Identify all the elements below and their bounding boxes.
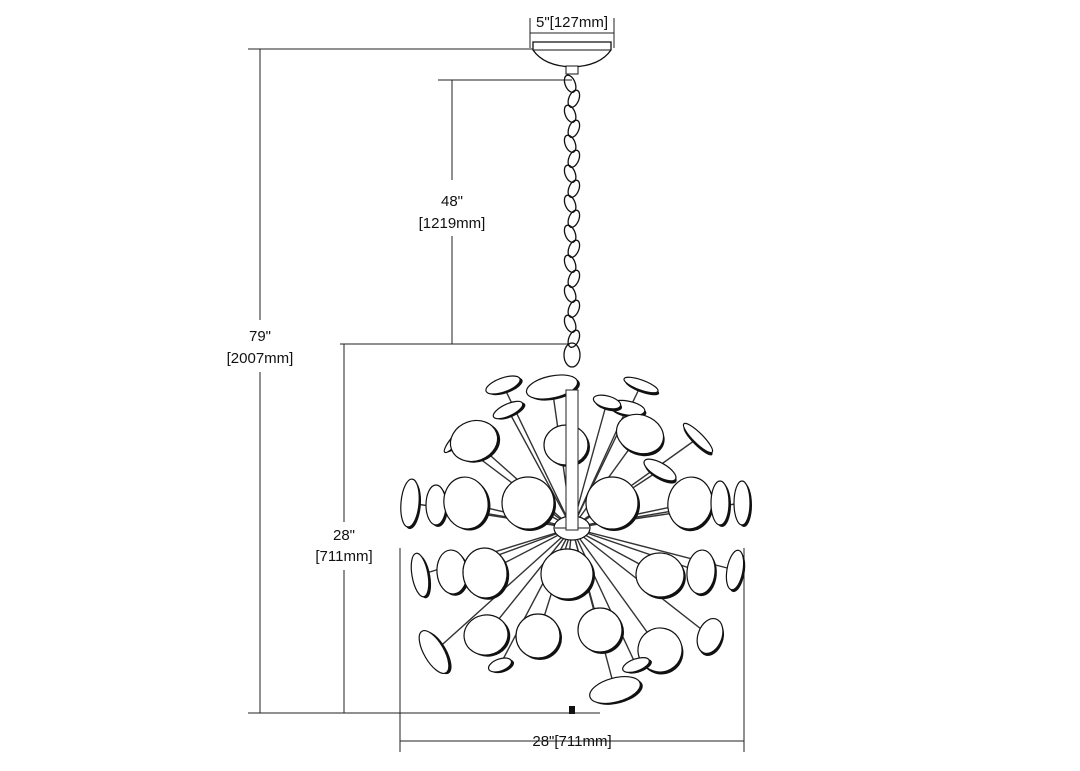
fixture-disc: [492, 400, 526, 420]
overall-height-inches-label: 79": [249, 328, 271, 345]
fixture-rod: [507, 409, 573, 529]
chain-link: [563, 164, 577, 183]
fixture-disc: [710, 480, 731, 527]
chain-link: [567, 269, 581, 288]
fixture-height-inches-label: 28": [333, 527, 355, 544]
chain-link: [567, 149, 581, 168]
chain-link: [563, 254, 577, 273]
fixture-rod: [571, 527, 637, 666]
fixture-disc: [615, 413, 665, 457]
fixture-disc: [501, 476, 556, 531]
chain-length-inches-label: 48": [441, 193, 463, 210]
canopy: [532, 41, 612, 75]
fixture-disc: [540, 548, 595, 601]
chain-link: [567, 119, 581, 138]
fixture-width-label: 28"[711mm]: [532, 733, 611, 750]
chain-link: [563, 74, 577, 93]
fixture-discs: [400, 374, 752, 705]
chain-link: [567, 179, 581, 198]
chain-link: [563, 104, 577, 123]
fixture-disc: [696, 617, 725, 656]
chain-link: [567, 239, 581, 258]
fixture-disc: [643, 458, 677, 484]
fixture-disc: [623, 376, 660, 396]
center-hub: [553, 389, 591, 714]
chain-link: [563, 134, 577, 153]
chain-link: [563, 314, 577, 333]
fixture-disc: [487, 657, 515, 674]
fixture-disc: [463, 614, 511, 657]
chain-shackle: [563, 342, 581, 368]
fixture-disc: [418, 630, 452, 675]
fixture-disc: [589, 675, 643, 705]
fixture-height-mm-label: [711mm]: [315, 548, 372, 565]
fixture-disc: [635, 552, 686, 600]
overall-height-mm-label: [2007mm]: [227, 350, 294, 367]
fixture-disc: [449, 419, 501, 463]
chain-link: [563, 224, 577, 243]
fixture-rod: [485, 527, 573, 636]
chain-link: [567, 89, 581, 108]
chain-link: [567, 329, 581, 348]
chain-length-mm-label: [1219mm]: [419, 215, 486, 232]
fixture-disc: [400, 478, 422, 530]
fixture-rod: [571, 527, 661, 651]
fixture-disc: [622, 657, 652, 674]
fixture-disc: [436, 549, 470, 596]
fixture-disc: [515, 613, 562, 660]
chain-link: [567, 299, 581, 318]
chain-link: [563, 284, 577, 303]
dimension-lines: [248, 18, 745, 752]
fixture-disc: [577, 607, 624, 654]
fixture-disc: [462, 547, 510, 600]
chain-link: [563, 194, 577, 213]
fixture-disc: [682, 422, 714, 456]
fixture-disc: [585, 476, 640, 531]
fixture-disc: [725, 549, 746, 593]
fixture-disc: [485, 375, 523, 396]
chain-link: [567, 209, 581, 228]
fixture-disc: [733, 480, 752, 527]
fixture-disc: [592, 394, 623, 412]
fixture-disc: [686, 549, 717, 597]
fixture-disc: [410, 552, 432, 599]
sputnik-fixture: [400, 374, 752, 714]
chain: [563, 74, 581, 368]
canopy-width-label: 5"[127mm]: [536, 14, 608, 31]
fixture-disc: [443, 476, 491, 531]
fixture-disc: [667, 476, 714, 532]
